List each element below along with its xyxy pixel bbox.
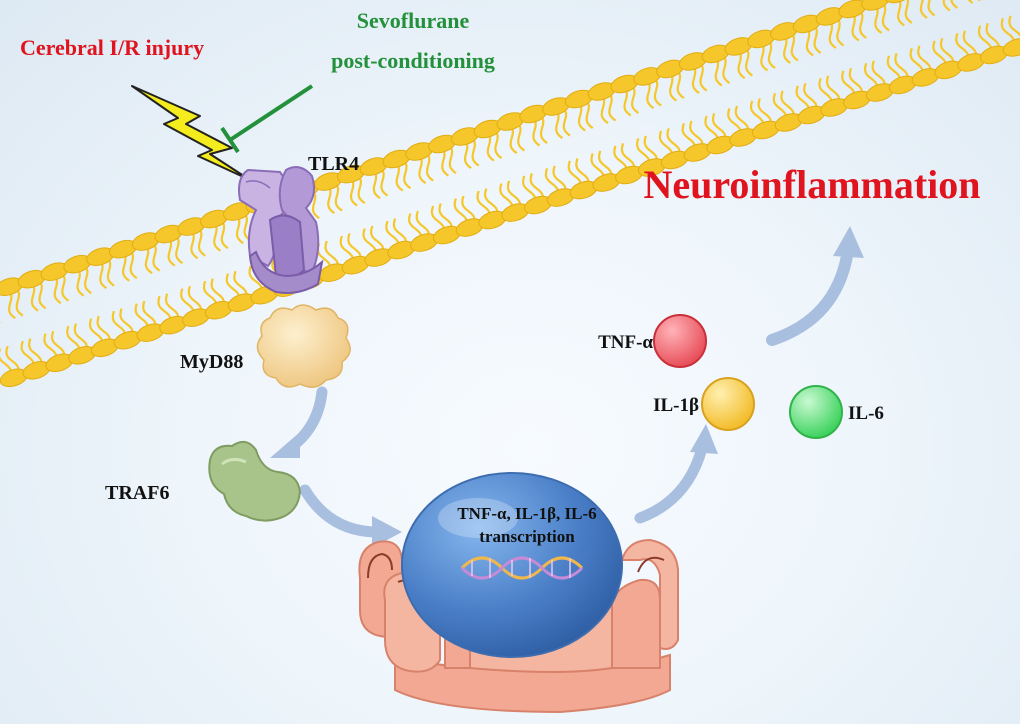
tlr4-receptor <box>238 166 324 294</box>
lipid-head <box>883 0 913 4</box>
treatment-label-line2: post-conditioning <box>331 48 495 73</box>
cytokine-sphere-il-6 <box>789 385 843 439</box>
arrow-traf6-to-nucleus <box>299 484 402 548</box>
cytokine-label-tnf-alpha: TNF-α <box>598 332 653 353</box>
lipid-tail <box>904 0 913 24</box>
myd88-protein <box>256 304 351 388</box>
lipid-head <box>1002 38 1020 57</box>
cytokine-sphere-tnf-alpha <box>653 314 707 368</box>
cytokine-label-il-1beta: IL-1β <box>653 395 699 416</box>
dna-helix-icon <box>460 556 584 580</box>
transcription-label-line2: transcription <box>479 527 575 546</box>
lipid-tail <box>942 0 951 12</box>
tlr4-label: TLR4 <box>308 153 359 175</box>
traf6-protein <box>208 440 302 522</box>
arrow-nucleus-to-cytokines <box>634 424 718 524</box>
lipid-tail <box>896 0 905 27</box>
lightning-bolt-icon <box>131 85 251 181</box>
cytokine-label-il-6: IL-6 <box>848 403 884 424</box>
lipid-tail <box>927 0 936 17</box>
transcription-label-line1: TNF-α, IL-1β, IL-6 <box>457 504 596 523</box>
arrow-myd88-to-traf6 <box>270 386 328 458</box>
myd88-label: MyD88 <box>180 351 243 373</box>
traf6-highlight <box>221 457 247 466</box>
lipid-head <box>861 0 890 11</box>
lipid-tail <box>919 0 928 19</box>
lipid-tail <box>950 0 959 9</box>
lipid-tail <box>1008 15 1020 46</box>
inhibition-tbar-icon <box>220 84 314 154</box>
cytokine-sphere-il-1beta <box>701 377 755 431</box>
outcome-label: Neuroinflammation <box>643 162 980 207</box>
lipid-tail <box>977 0 981 2</box>
nucleus-highlight <box>438 498 518 538</box>
traf6-label: TRAF6 <box>105 482 169 504</box>
stimulus-label: Cerebral I/R injury <box>20 35 204 60</box>
lipid-tail <box>967 0 974 4</box>
treatment-label-line1: Sevoflurane <box>357 8 470 33</box>
arrow-cytokines-to-neuroinflammation <box>766 226 864 346</box>
